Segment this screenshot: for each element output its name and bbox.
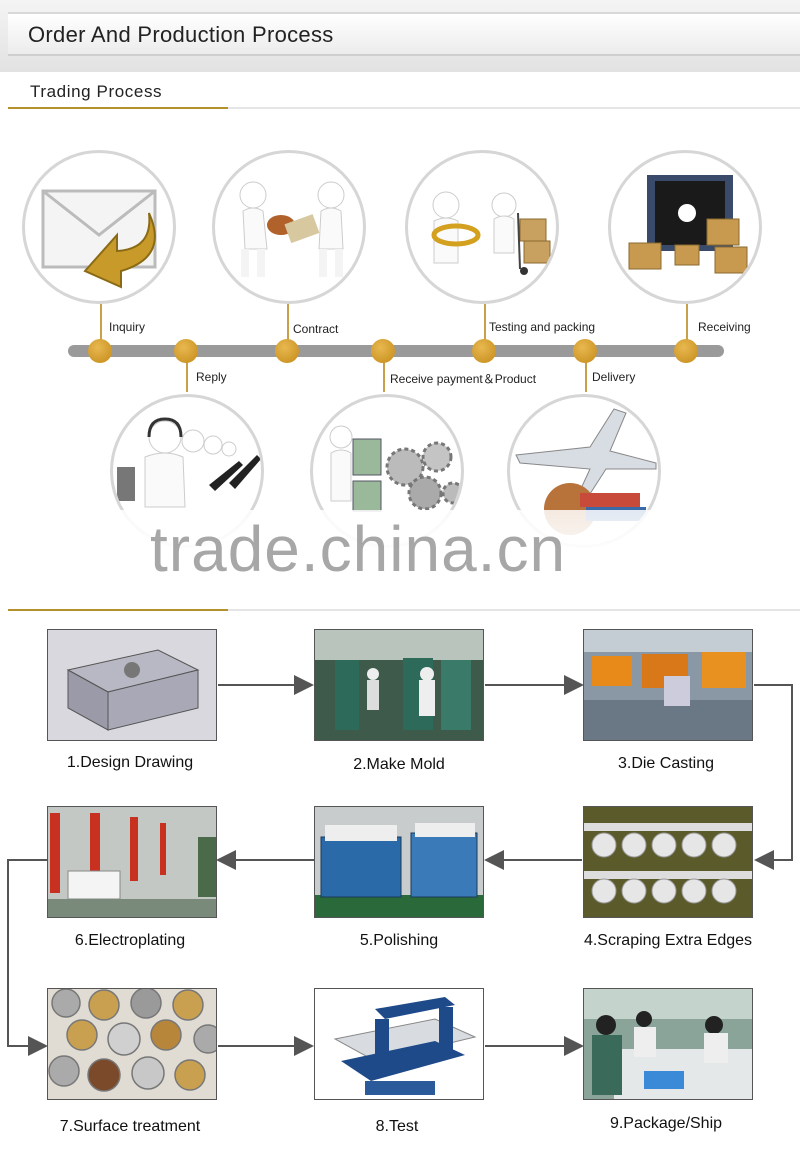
step-label: 2.Make Mold bbox=[353, 756, 445, 773]
step-label: 3.Die Casting bbox=[617, 755, 715, 772]
step-image-die-casting bbox=[583, 629, 753, 741]
step-label: 6.Electroplating bbox=[74, 932, 186, 949]
timeline-dot bbox=[472, 339, 496, 363]
timeline-stem bbox=[383, 362, 385, 392]
timeline-stem bbox=[484, 304, 486, 340]
header-banner: Order And Production Process bbox=[0, 0, 800, 72]
section-divider-accent bbox=[8, 609, 228, 611]
stage-label-receiving: Receiving bbox=[698, 320, 751, 334]
stage-label-receive-payment: Receive payment＆Product bbox=[390, 372, 537, 386]
container-icon bbox=[608, 150, 762, 304]
step-label: 4.Scraping Extra Edges bbox=[583, 932, 753, 949]
watermark-band bbox=[108, 510, 668, 560]
timeline-dot bbox=[674, 339, 698, 363]
step-label: 5.Polishing bbox=[359, 932, 439, 949]
section-divider bbox=[8, 107, 800, 109]
step-image-electroplating bbox=[47, 806, 217, 918]
timeline-dot bbox=[275, 339, 299, 363]
timeline-bar bbox=[68, 345, 724, 357]
stage-label-inquiry: Inquiry bbox=[109, 320, 146, 334]
step-label: 7.Surface treatment bbox=[59, 1118, 201, 1135]
timeline-dot bbox=[88, 339, 112, 363]
step-image-test bbox=[314, 988, 484, 1100]
section-title-trading: Trading Process bbox=[30, 82, 163, 101]
timeline-dot bbox=[174, 339, 198, 363]
step-label: 1.Design Drawing bbox=[66, 754, 194, 771]
stage-label-reply: Reply bbox=[196, 370, 227, 384]
step-image-make-mold bbox=[314, 629, 484, 741]
stage-label-contract: Contract bbox=[293, 322, 339, 336]
step-label: 9.Package/Ship bbox=[609, 1115, 723, 1132]
timeline-stem bbox=[287, 304, 289, 340]
magnifier-icon bbox=[405, 150, 559, 304]
handshake-icon bbox=[212, 150, 366, 304]
stage-label-delivery: Delivery bbox=[592, 370, 636, 384]
timeline-stem bbox=[686, 304, 688, 340]
watermark-text: trade.china.cn bbox=[150, 513, 567, 585]
section-divider bbox=[8, 609, 800, 611]
stage-label-testing: Testing and packing bbox=[489, 320, 596, 334]
timeline-dot bbox=[371, 339, 395, 363]
timeline-dot bbox=[573, 339, 597, 363]
page-title: Order And Production Process bbox=[28, 22, 334, 47]
timeline-stem bbox=[100, 304, 102, 340]
envelope-icon bbox=[22, 150, 176, 304]
step-image-surface-treatment bbox=[47, 988, 217, 1100]
timeline-stem bbox=[585, 362, 587, 392]
step-image-design-drawing bbox=[47, 629, 217, 741]
step-image-scraping-edges bbox=[583, 806, 753, 918]
header-bar: Order And Production Process bbox=[8, 12, 800, 56]
step-label: 8.Test bbox=[375, 1118, 419, 1135]
section-divider-accent bbox=[8, 107, 228, 109]
step-image-package-ship bbox=[583, 988, 753, 1100]
step-image-polishing bbox=[314, 806, 484, 918]
timeline-stem bbox=[186, 362, 188, 392]
